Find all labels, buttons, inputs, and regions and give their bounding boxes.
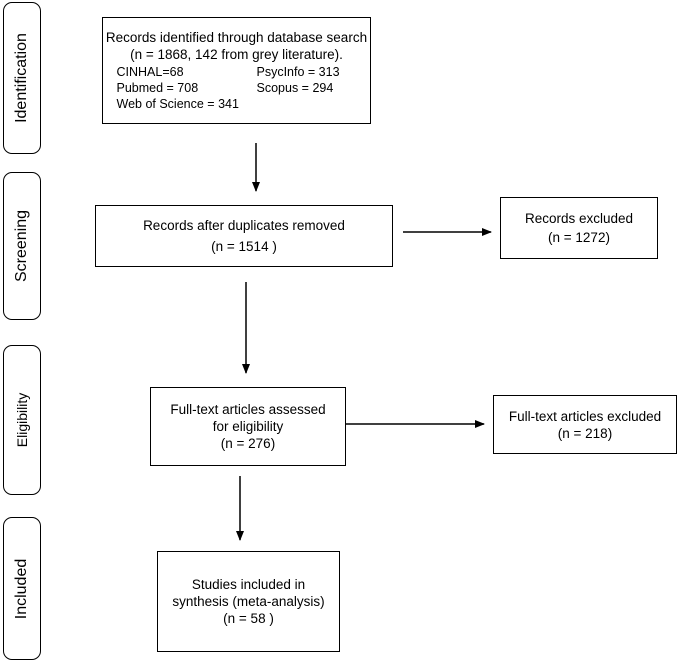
database-list: CINHAL=68 PsycInfo = 313 Pubmed = 708 Sc… <box>117 64 357 112</box>
database-cinhal: CINHAL=68 <box>116 65 184 79</box>
fulltext-assessed-box: Full-text articles assessed for eligibil… <box>150 387 346 466</box>
fulltext-excluded-count: (n = 218) <box>557 425 613 441</box>
database-psycinfo: PsycInfo = 313 <box>256 65 340 79</box>
after-duplicates-title: Records after duplicates removed <box>143 218 345 233</box>
included-studies-count: (n = 58 ) <box>223 611 274 626</box>
records-identified-box: Records identified through database sear… <box>102 17 371 124</box>
records-identified-title: Records identified through database sear… <box>105 30 368 45</box>
fulltext-assessed-subtitle: for eligibility <box>212 419 284 434</box>
after-duplicates-count: (n = 1514 ) <box>211 239 277 254</box>
stage-identification: Identification <box>3 2 41 154</box>
after-duplicates-box: Records after duplicates removed (n = 15… <box>95 205 393 267</box>
fulltext-assessed-count: (n = 276) <box>220 436 276 451</box>
stage-screening: Screening <box>3 172 41 320</box>
records-identified-count: (n = 1868, 142 from grey literature). <box>130 47 343 62</box>
records-excluded-count: (n = 1272) <box>548 230 610 245</box>
database-scopus: Scopus = 294 <box>256 81 334 95</box>
database-web-of-science: Web of Science = 341 <box>116 97 239 111</box>
database-pubmed: Pubmed = 708 <box>116 81 199 95</box>
fulltext-excluded-title: Full-text articles excluded <box>508 408 662 424</box>
stage-included: Included <box>3 517 41 660</box>
fulltext-assessed-title: Full-text articles assessed <box>170 402 326 417</box>
included-studies-title: Studies included in <box>191 577 306 592</box>
stage-eligibility: Eligibility <box>3 345 41 495</box>
records-excluded-title: Records excluded <box>524 211 634 226</box>
included-studies-subtitle: synthesis (meta-analysis) <box>172 594 325 609</box>
fulltext-excluded-box: Full-text articles excluded (n = 218) <box>493 395 677 454</box>
records-excluded-box: Records excluded (n = 1272) <box>500 197 658 259</box>
included-studies-box: Studies included in synthesis (meta-anal… <box>157 551 340 652</box>
